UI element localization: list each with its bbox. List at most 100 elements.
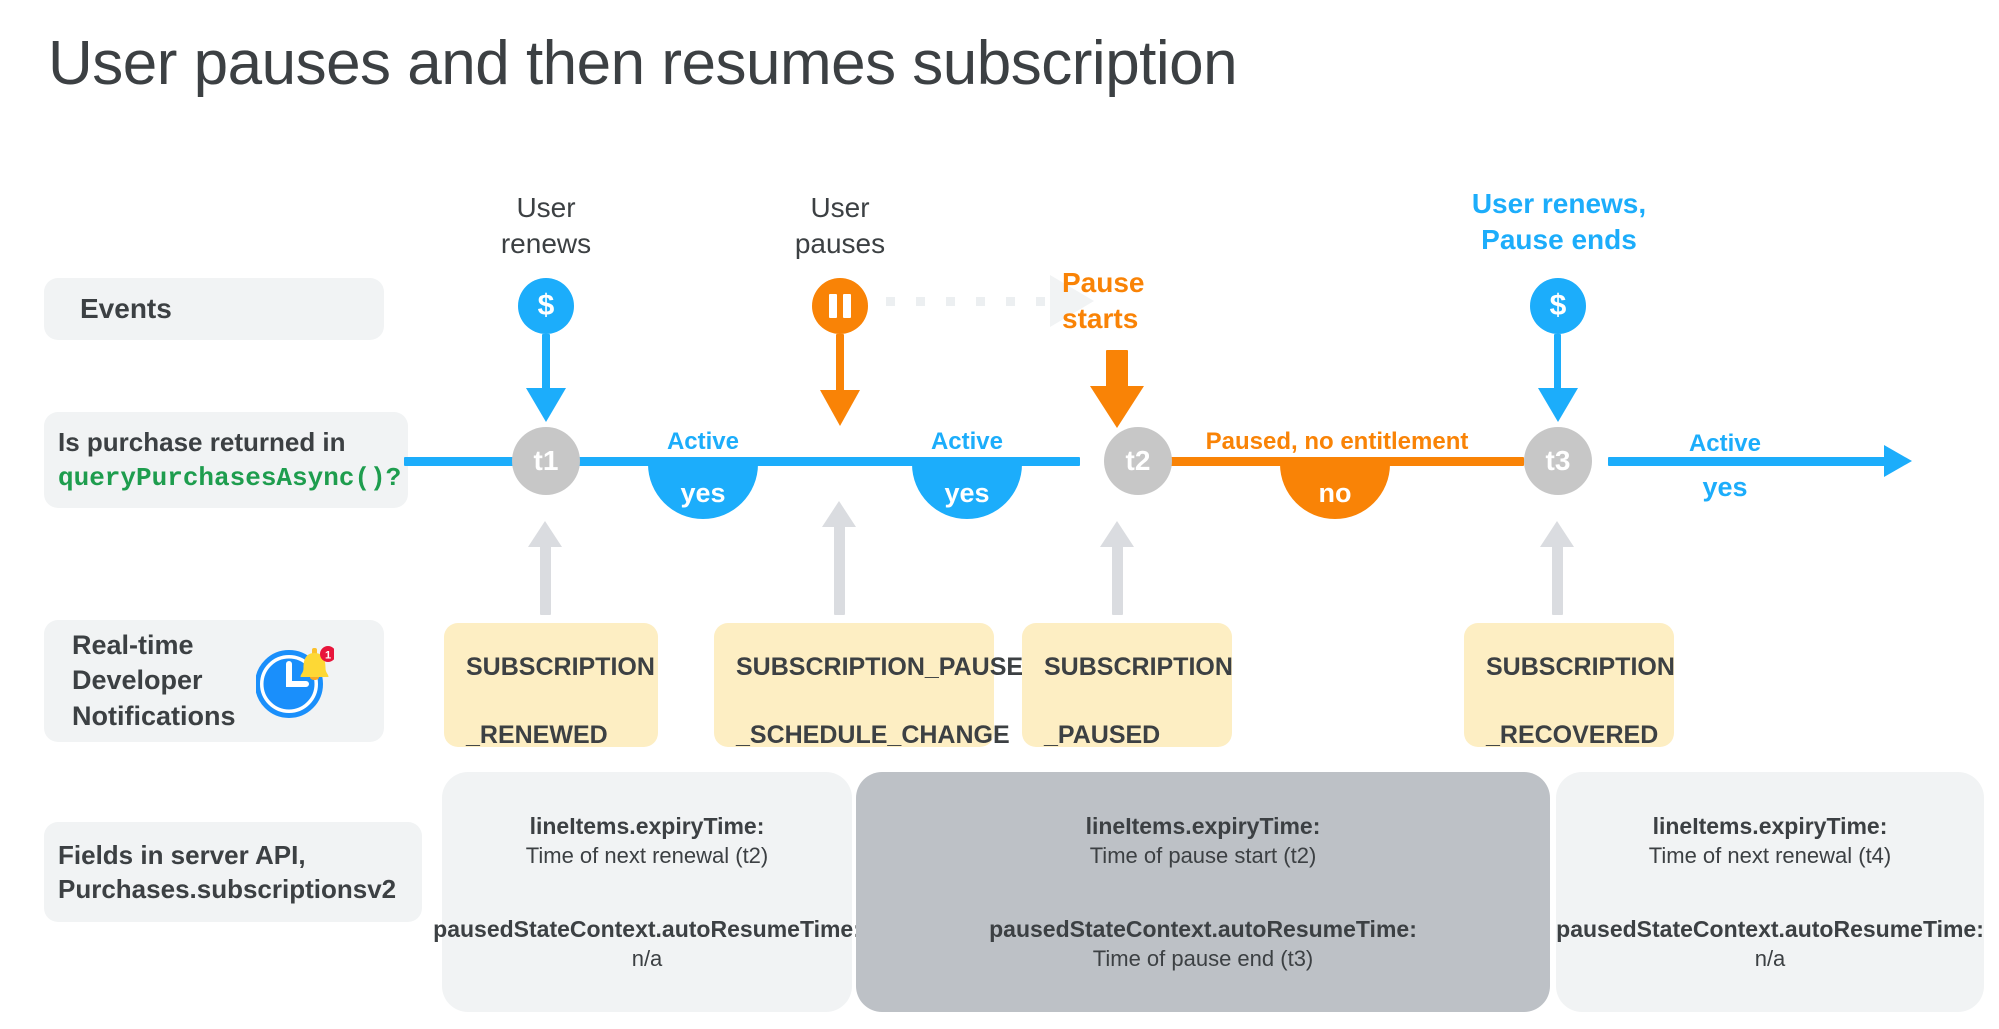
entitlement-badge-paused: no bbox=[1280, 464, 1390, 519]
api-resume-value-3: n/a bbox=[1754, 946, 1786, 972]
event-4-line-2: Pause ends bbox=[1481, 223, 1637, 255]
event-arrow-shaft-2 bbox=[836, 334, 844, 394]
timeline-segment-active-2 bbox=[1608, 457, 1888, 466]
timeline-segment-paused bbox=[1168, 457, 1524, 466]
api-resume-block-2: pausedStateContext.autoResumeTime: Time … bbox=[989, 914, 1417, 973]
rtdn-line-3: Notifications bbox=[72, 700, 236, 731]
api-resume-value-2: Time of pause end (t3) bbox=[1092, 946, 1314, 972]
dollar-icon-renew-2: $ bbox=[1530, 278, 1586, 334]
entitlement-label-active-3: yes bbox=[1702, 472, 1748, 502]
query-purchases-async-code: queryPurchasesAsync()? bbox=[58, 463, 402, 493]
note-arrow-head-4 bbox=[1540, 521, 1574, 547]
api-expiry-key-1: lineItems.expiryTime: bbox=[529, 812, 765, 839]
row-label-query-text: Is purchase returned in queryPurchasesAs… bbox=[58, 425, 401, 496]
note-arrow-shaft-2 bbox=[834, 525, 845, 615]
api-panel-recovered: lineItems.expiryTime: Time of next renew… bbox=[1556, 772, 1984, 1012]
notification-3-line-1: SUBSCRIPTION bbox=[1044, 653, 1233, 682]
event-3-line-2: starts bbox=[1062, 302, 1139, 334]
event-arrow-shaft-1 bbox=[542, 334, 550, 392]
api-expiry-key-3: lineItems.expiryTime: bbox=[1652, 812, 1888, 839]
pause-icon-event bbox=[812, 278, 868, 334]
api-expiry-value-3: Time of next renewal (t4) bbox=[1648, 842, 1892, 868]
api-resume-block-3: pausedStateContext.autoResumeTime: n/a bbox=[1556, 914, 1984, 973]
event-4-line-1: User renews, bbox=[1471, 188, 1647, 219]
svg-text:1: 1 bbox=[325, 650, 331, 662]
api-resume-block-1: pausedStateContext.autoResumeTime: n/a bbox=[433, 914, 861, 973]
notification-card-4-text: SUBSCRIPTION _RECOVERED bbox=[1486, 618, 1675, 753]
event-1-line-1: User bbox=[516, 192, 576, 223]
event-2-line-1: User bbox=[810, 192, 870, 223]
note-arrow-shaft-1 bbox=[540, 545, 551, 615]
event-caption-user-renews: User renews bbox=[470, 190, 622, 262]
clock-bell-notification-icon: 1 bbox=[256, 646, 334, 718]
notification-4-line-1: SUBSCRIPTION bbox=[1486, 653, 1675, 682]
timeline-segment-pre-t1 bbox=[404, 457, 540, 466]
dotted-connector-arrow-icon bbox=[1050, 275, 1094, 327]
api-resume-key-3: pausedStateContext.autoResumeTime: bbox=[1556, 916, 1984, 942]
event-3-line-1: Pause bbox=[1062, 267, 1145, 298]
note-arrow-shaft-3 bbox=[1112, 545, 1123, 615]
notification-card-subscription-pause-schedule-change[interactable]: SUBSCRIPTION_PAUSE _SCHEDULE_CHANGE bbox=[714, 623, 1023, 749]
notification-card-3-text: SUBSCRIPTION _PAUSED bbox=[1044, 618, 1233, 753]
row-label-events-text: Events bbox=[80, 292, 172, 324]
notification-card-subscription-paused[interactable]: SUBSCRIPTION _PAUSED bbox=[1022, 623, 1233, 749]
event-1-line-2: renews bbox=[500, 227, 592, 259]
dotted-connector-dot bbox=[1006, 297, 1015, 306]
api-panel-renewed: lineItems.expiryTime: Time of next renew… bbox=[433, 772, 861, 1012]
event-arrow-head-1 bbox=[526, 388, 566, 422]
page-title: User pauses and then resumes subscriptio… bbox=[48, 29, 1238, 98]
dotted-connector-dot bbox=[886, 297, 895, 306]
dollar-icon-renew-1: $ bbox=[518, 278, 574, 334]
row-label-server-api: Fields in server API, Purchases.subscrip… bbox=[44, 822, 422, 922]
pause-bars-glyph bbox=[829, 294, 851, 318]
timeline-segment-active-1 bbox=[560, 457, 1080, 466]
status-label-active-3: Active bbox=[1688, 430, 1762, 457]
api-panel-paused: lineItems.expiryTime: Time of pause star… bbox=[856, 772, 1550, 1012]
event-arrow-head-2 bbox=[820, 390, 860, 426]
notification-3-line-2: _PAUSED bbox=[1044, 720, 1161, 749]
notification-card-1-text: SUBSCRIPTION _RENEWED bbox=[466, 618, 655, 753]
entitlement-badge-active-1: yes bbox=[648, 464, 758, 519]
dotted-connector-dot bbox=[916, 297, 925, 306]
api-expiry-value-2: Time of pause start (t2) bbox=[1089, 842, 1317, 868]
dotted-connector-dot bbox=[1036, 297, 1045, 306]
row-label-rtdn-text: Real-time Developer Notifications bbox=[72, 628, 236, 735]
notification-2-line-2: _SCHEDULE_CHANGE bbox=[736, 720, 1010, 749]
timeline-node-t1: t1 bbox=[512, 427, 580, 495]
note-arrow-shaft-4 bbox=[1552, 545, 1563, 615]
row-label-query-purchases: Is purchase returned in queryPurchasesAs… bbox=[44, 412, 408, 508]
event-arrow-shaft-4 bbox=[1554, 334, 1561, 392]
event-arrow-head-4 bbox=[1538, 388, 1578, 422]
dollar-glyph-1: $ bbox=[537, 289, 555, 322]
dotted-connector-dot bbox=[946, 297, 955, 306]
api-expiry-block-1: lineItems.expiryTime: Time of next renew… bbox=[526, 811, 769, 870]
event-caption-user-pauses: User pauses bbox=[760, 190, 920, 262]
notification-1-line-2: _RENEWED bbox=[466, 720, 608, 749]
note-arrow-head-3 bbox=[1100, 521, 1134, 547]
api-expiry-block-3: lineItems.expiryTime: Time of next renew… bbox=[1649, 811, 1892, 870]
fields-line-2: Purchases.subscriptionsv2 bbox=[58, 874, 397, 904]
notification-1-line-1: SUBSCRIPTION bbox=[466, 653, 655, 682]
event-caption-pause-starts: Pause starts bbox=[1062, 265, 1222, 337]
timeline-end-arrow-icon bbox=[1884, 445, 1912, 477]
event-arrow-shaft-3 bbox=[1106, 350, 1128, 390]
status-label-active-2: Active bbox=[930, 428, 1004, 455]
notification-4-line-2: _RECOVERED bbox=[1486, 720, 1659, 749]
notification-card-subscription-recovered[interactable]: SUBSCRIPTION _RECOVERED bbox=[1464, 623, 1675, 749]
api-resume-value-1: n/a bbox=[631, 946, 663, 972]
event-arrow-head-3 bbox=[1090, 386, 1144, 428]
fields-line-1: Fields in server API, bbox=[58, 839, 306, 870]
api-resume-key-1: pausedStateContext.autoResumeTime: bbox=[433, 916, 861, 942]
event-caption-user-renews-pause-ends: User renews, Pause ends bbox=[1448, 186, 1670, 258]
query-question-line: Is purchase returned in bbox=[58, 426, 346, 457]
timeline-node-t2: t2 bbox=[1104, 427, 1172, 495]
note-arrow-head-1 bbox=[528, 521, 562, 547]
rtdn-line-2: Developer bbox=[72, 665, 203, 696]
timeline-node-t3: t3 bbox=[1524, 427, 1592, 495]
row-label-rtdn: Real-time Developer Notifications 1 bbox=[44, 620, 384, 742]
note-arrow-head-2 bbox=[822, 501, 856, 527]
notification-card-subscription-renewed[interactable]: SUBSCRIPTION _RENEWED bbox=[444, 623, 658, 749]
rtdn-line-1: Real-time bbox=[72, 629, 194, 660]
event-2-line-2: pauses bbox=[794, 227, 886, 259]
entitlement-badge-active-2: yes bbox=[912, 464, 1022, 519]
